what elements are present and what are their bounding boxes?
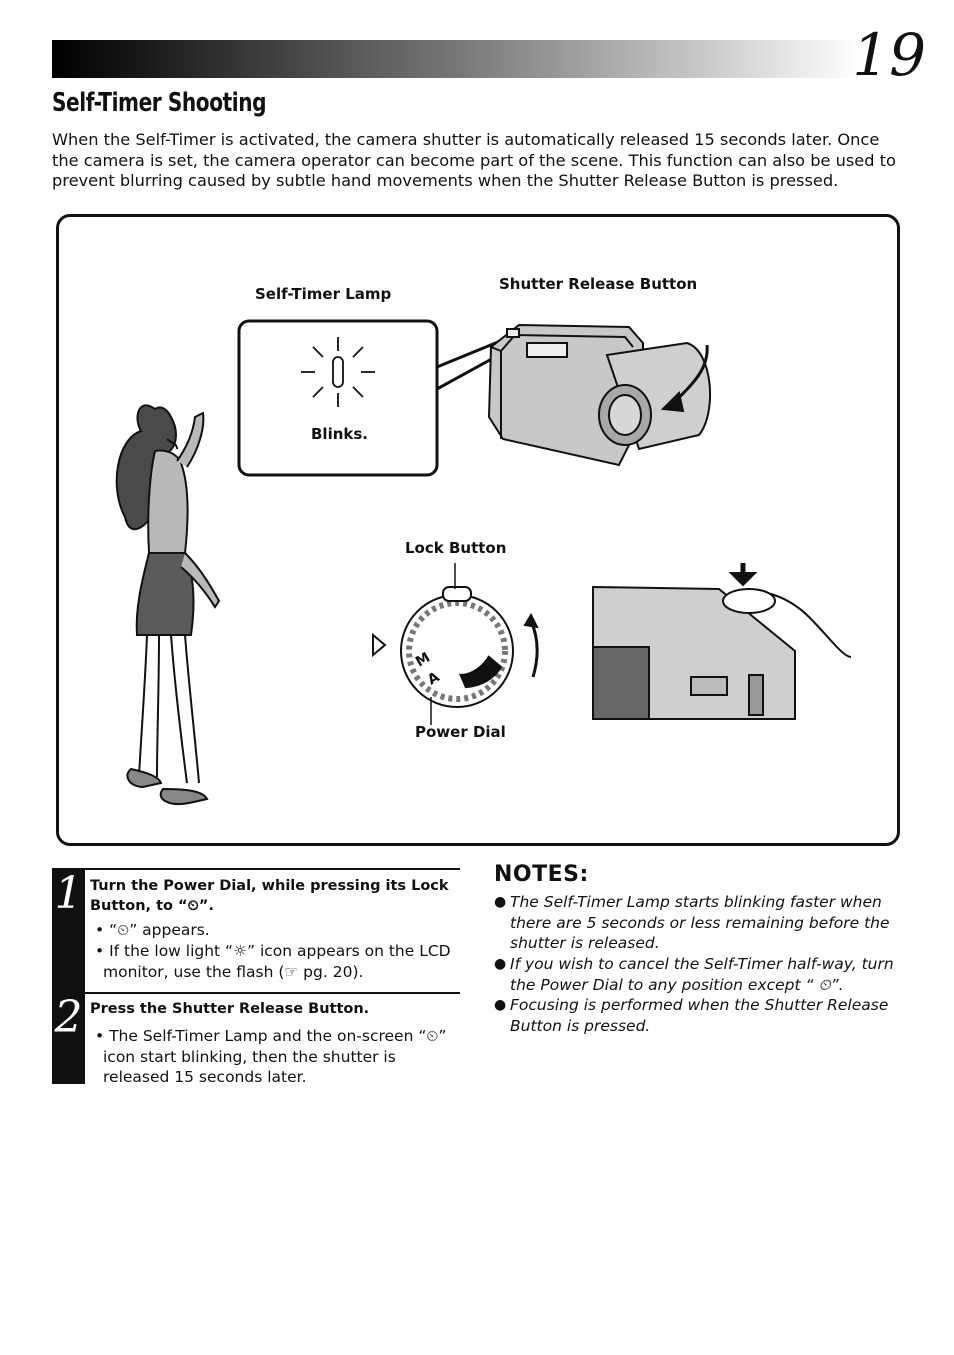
woman-figure — [115, 404, 221, 805]
step-1: 1 Turn the Power Dial, while pressing it… — [52, 868, 460, 992]
note-item: ● Focusing is performed when the Shutter… — [494, 995, 918, 1036]
lamp-callout-box — [237, 319, 439, 477]
shutter-press-illustration — [592, 563, 852, 720]
page-title: Self-Timer Shooting — [52, 88, 267, 118]
note-text: If you wish to cancel the Self-Timer hal… — [510, 955, 894, 994]
blinks-label: Blinks. — [311, 425, 368, 443]
step-2: 2 Press the Shutter Release Button. • Th… — [52, 992, 460, 1086]
step-bullet: • “⏲” appears. — [95, 921, 210, 939]
illustration-panel: M A Self-Timer Lamp Shutter Release Butt… — [56, 214, 900, 846]
self-timer-lamp-label: Self-Timer Lamp — [255, 285, 392, 303]
power-dial-label: Power Dial — [415, 723, 506, 741]
blink-rays-icon — [301, 337, 375, 407]
lock-button-label: Lock Button — [405, 539, 507, 557]
intro-paragraph: When the Self-Timer is activated, the ca… — [52, 130, 896, 190]
bullet-icon: ● — [494, 997, 507, 1013]
note-item: ● The Self-Timer Lamp starts blinking fa… — [494, 892, 918, 954]
bullet-icon: ● — [494, 894, 507, 910]
notes-title: NOTES: — [494, 862, 589, 887]
step-heading: Turn the Power Dial, while pressing its … — [90, 878, 449, 914]
note-item: ● If you wish to cancel the Self-Timer h… — [494, 954, 918, 995]
step-divider — [85, 992, 460, 994]
note-text: Focusing is performed when the Shutter R… — [510, 996, 889, 1035]
dial-m-label: M — [413, 650, 433, 671]
step-bullet: • The Self-Timer Lamp and the on-screen … — [95, 1027, 447, 1086]
step-number: 1 — [52, 868, 85, 992]
bullet-icon: ● — [494, 956, 507, 972]
illustration-drawing: M A — [115, 319, 852, 805]
step-bullet: • If the low light “☼” icon appears on t… — [95, 942, 451, 981]
shutter-release-button-label: Shutter Release Button — [499, 275, 698, 293]
note-text: The Self-Timer Lamp starts blinking fast… — [510, 893, 890, 952]
step-divider — [85, 868, 460, 870]
step-number: 2 — [52, 992, 85, 1084]
page-number: 19 — [852, 21, 926, 89]
camera-illustration — [487, 323, 711, 467]
step-heading: Press the Shutter Release Button. — [90, 1001, 370, 1017]
header-gradient-bar — [52, 40, 862, 78]
power-dial-illustration — [372, 563, 539, 725]
